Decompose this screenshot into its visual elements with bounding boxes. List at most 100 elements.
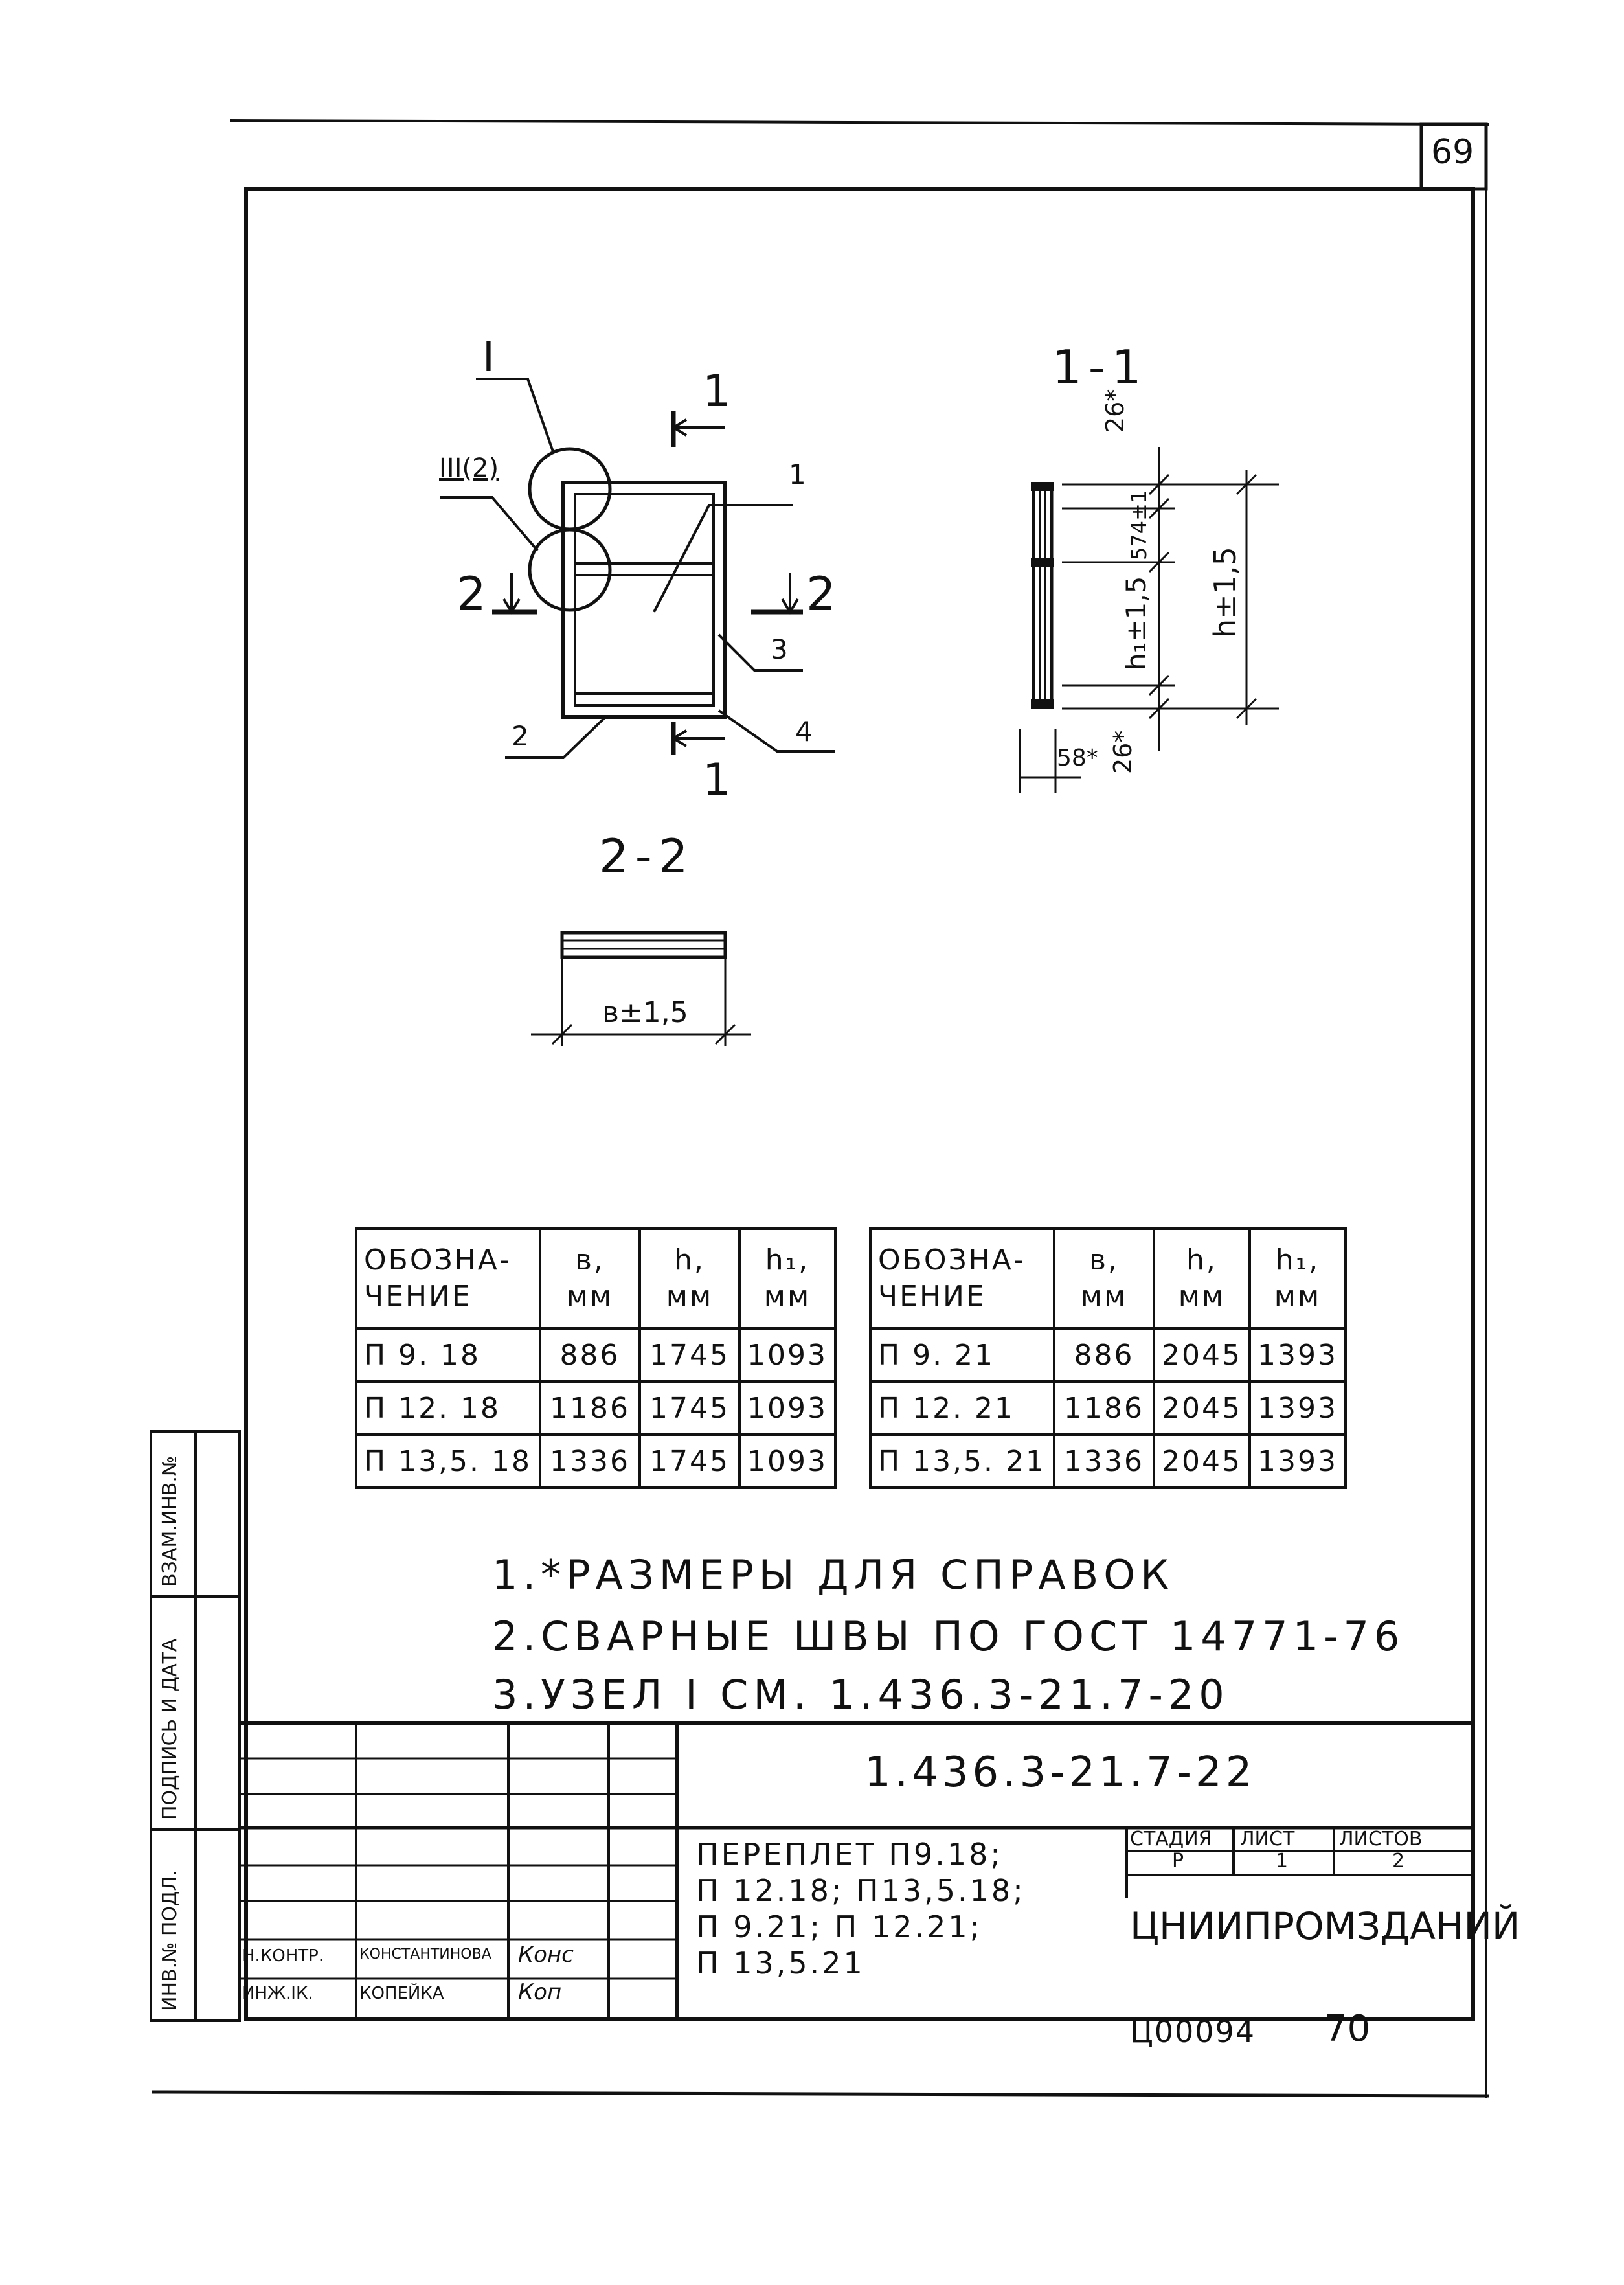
title-line: П 9.21; П 12.21; [696, 1909, 983, 1944]
title-line: П 13,5.21 [696, 1946, 865, 1981]
cell-h1: 1093 [738, 1433, 837, 1489]
cell-designation: П 12. 18 [355, 1380, 541, 1436]
cell-h1: 1393 [1248, 1327, 1347, 1383]
col-header-h: h,мм [638, 1227, 741, 1330]
leader-callout-3 [717, 633, 803, 672]
node-I-label: I [482, 334, 495, 381]
cell-designation: П 12. 21 [869, 1380, 1055, 1436]
title-line: П 12.18; П13,5.18; [696, 1873, 1026, 1908]
cell-b: 1336 [1053, 1433, 1155, 1489]
note-2: 2.СВАРНЫЕ ШВЫ ПО ГОСТ 14771-76 [492, 1613, 1405, 1660]
section-1-top-label: 1 [703, 366, 731, 417]
section-2-2-title: 2-2 [599, 829, 695, 883]
side-stamp-signature-date: ПОДПИСЬ И ДАТА [159, 1638, 181, 1820]
cell-designation: П 9. 21 [869, 1327, 1055, 1383]
cell-b: 1186 [539, 1380, 641, 1436]
drawing-title: ПЕРЕПЛЕТ П9.18; П 12.18; П13,5.18; П 9.2… [696, 1836, 1026, 1981]
leader-callout-1 [653, 504, 793, 613]
sheets-header: ЛИСТОВ [1339, 1828, 1423, 1850]
cell-designation: П 13,5. 18 [355, 1433, 541, 1489]
col-header-designation: ОБОЗНА-ЧЕНИЕ [869, 1227, 1055, 1330]
section-2-right-arrowhead [781, 598, 799, 615]
signer-name-1: КОНСТАНТИНОВА [359, 1946, 491, 1962]
spec-table-right: ОБОЗНА-ЧЕНИЕ в,мм h,мм h₁,мм П 9. 21 886… [869, 1227, 1347, 1489]
section-1-1-title: 1-1 [1052, 340, 1148, 394]
signer-signature-2: Коп [518, 1979, 562, 2005]
callout-4-label: 4 [795, 716, 813, 747]
signer-role-1: Н.КОНТР. [242, 1946, 324, 1966]
corner-page-number: 69 [1431, 133, 1474, 172]
node-III-circle [528, 528, 612, 612]
col-header-h: h,мм [1153, 1227, 1251, 1330]
col-header-designation: ОБОЗНА-ЧЕНИЕ [355, 1227, 541, 1330]
cell-h: 1745 [638, 1327, 741, 1383]
callout-1-label: 1 [789, 459, 806, 490]
side-stamp [150, 1430, 241, 2022]
dim-h: h±1,5 [1208, 547, 1243, 638]
stage-value: Р [1172, 1850, 1184, 1872]
sheet-value: 1 [1276, 1850, 1289, 1872]
dim-b-ticks [551, 1023, 736, 1045]
cell-h: 2045 [1153, 1327, 1251, 1383]
signer-signature-1: Конс [518, 1942, 574, 1968]
callout-2-label: 2 [512, 720, 529, 752]
note-1: 1.*РАЗМЕРЫ ДЛЯ СПРАВОК [492, 1551, 1175, 1598]
cell-h: 2045 [1153, 1433, 1251, 1489]
section-2-left-arrowhead [502, 598, 521, 615]
sheet-frame [244, 187, 1475, 2021]
node-I-circle [528, 447, 612, 531]
dim-26-top: 26* [1101, 389, 1129, 433]
cell-h1: 1093 [738, 1327, 837, 1383]
trim-line-bottom [152, 2090, 1490, 2098]
side-stamp-vzam-inv: ВЗАМ.ИНВ.№ [159, 1455, 181, 1587]
cell-h: 1745 [638, 1380, 741, 1436]
spec-table-right-header: ОБОЗНА-ЧЕНИЕ в,мм h,мм h₁,мм [869, 1227, 1347, 1330]
leader-callout-2 [505, 716, 607, 759]
callout-3-label: 3 [771, 633, 788, 665]
cell-h: 1745 [638, 1433, 741, 1489]
col-header-h1: h₁,мм [1248, 1227, 1347, 1330]
frame-outer [561, 481, 727, 719]
table-row: П 9. 21 886 2045 1393 [869, 1327, 1347, 1383]
cell-b: 886 [539, 1327, 641, 1383]
cell-b: 886 [1053, 1327, 1155, 1383]
title-block-grid [240, 1721, 1473, 2019]
spec-table-left-header: ОБОЗНА-ЧЕНИЕ в,мм h,мм h₁,мм [355, 1227, 837, 1330]
cell-b: 1186 [1053, 1380, 1155, 1436]
cell-h1: 1393 [1248, 1433, 1347, 1489]
table-row: П 12. 18 1186 1745 1093 [355, 1380, 837, 1436]
spec-table-left: ОБОЗНА-ЧЕНИЕ в,мм h,мм h₁,мм П 9. 18 886… [355, 1227, 837, 1489]
cell-h1: 1093 [738, 1380, 837, 1436]
leader-node-III [440, 496, 539, 552]
signer-role-2: ИНЖ.IК. [242, 1984, 313, 2003]
section-2-left-label: 2 [457, 567, 486, 621]
organization-name: ЦНИИПРОМЗДАНИЙ [1130, 1904, 1520, 1948]
cell-designation: П 9. 18 [355, 1327, 541, 1383]
side-stamp-inv-podl: ИНВ.№ ПОДЛ. [159, 1870, 181, 2011]
table-row: П 9. 18 886 1745 1093 [355, 1327, 837, 1383]
table-row: П 13,5. 18 1336 1745 1093 [355, 1433, 837, 1489]
node-III-label: III(2) [439, 453, 499, 483]
sheets-value: 2 [1392, 1850, 1405, 1872]
profile-bottom-cap [1031, 699, 1054, 709]
cell-designation: П 13,5. 21 [869, 1433, 1055, 1489]
title-line: ПЕРЕПЛЕТ П9.18; [696, 1837, 1003, 1872]
cell-b: 1336 [539, 1433, 641, 1489]
section-1-top-arrowhead [671, 418, 688, 437]
section-1-1-view [1019, 447, 1279, 793]
section-2-2-view [531, 931, 751, 1046]
profile-plan-outer [560, 931, 727, 959]
col-header-b: в,мм [539, 1227, 641, 1330]
section-2-right-label: 2 [806, 567, 836, 621]
trim-line-top [229, 119, 1490, 126]
cell-h: 2045 [1153, 1380, 1251, 1436]
doc-code: 1.436.3-21.7-22 [864, 1749, 1256, 1797]
note-3: 3.УЗЕЛ I СМ. 1.436.3-21.7-20 [492, 1671, 1230, 1718]
col-header-b: в,мм [1053, 1227, 1155, 1330]
table-row: П 12. 21 1186 2045 1393 [869, 1380, 1347, 1436]
leader-node-I [476, 378, 555, 454]
dim-h-ticks [1235, 473, 1257, 720]
bottom-page-number: 70 [1324, 2008, 1371, 2050]
